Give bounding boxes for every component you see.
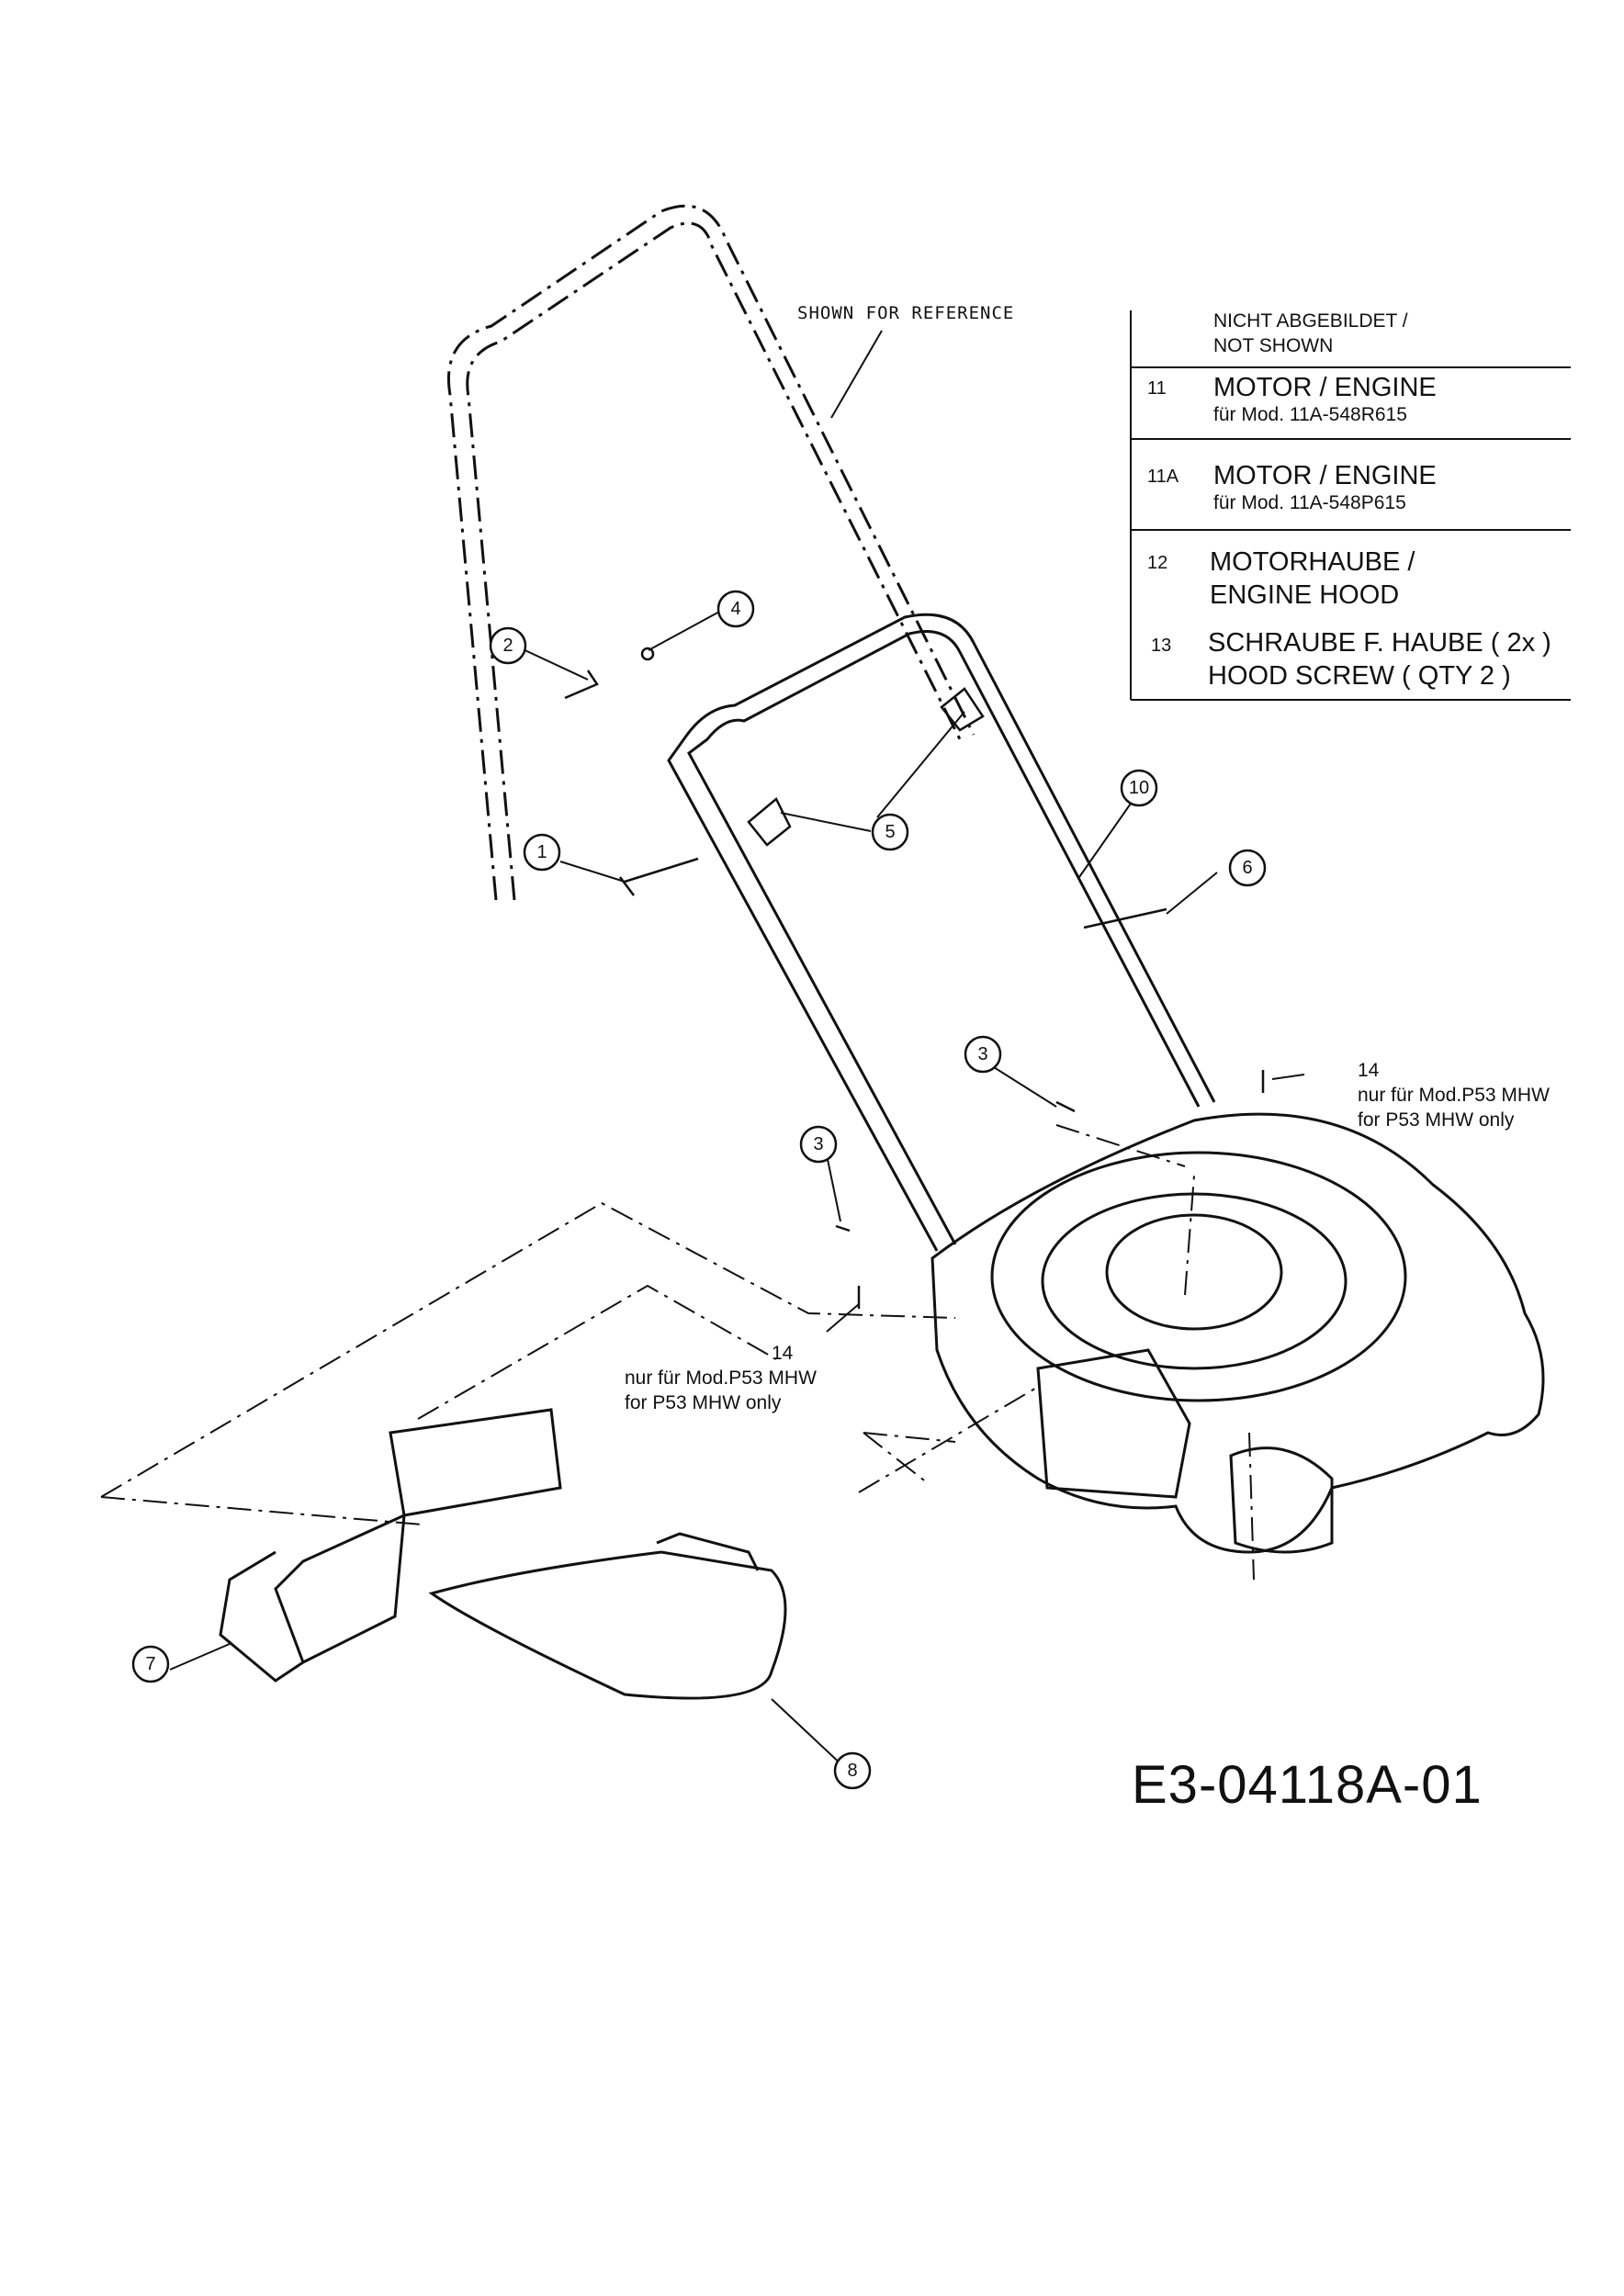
legend-table-lines [1130, 310, 1571, 701]
legend-item-number: 13 [1151, 636, 1172, 656]
balloon-label-1: 1 [536, 842, 547, 862]
legend-item-subtitle: für Mod. 11A-548P615 [1213, 492, 1406, 513]
callout-number: 14 [1358, 1060, 1380, 1081]
nut-4 [640, 647, 655, 661]
balloon-2 [489, 626, 527, 665]
balloon-8 [833, 1751, 872, 1790]
leader-lines [169, 610, 1305, 1769]
part-8-bag-cover [428, 1532, 787, 1700]
balloon-label-5: 5 [885, 822, 895, 842]
main-handle [667, 613, 1216, 1252]
callout-number: 14 [772, 1343, 794, 1364]
legend-item-title: MOTOR / ENGINE [1213, 373, 1437, 402]
balloon-label-3b: 3 [813, 1134, 823, 1154]
callout-line-2: for P53 MHW only [1358, 1109, 1515, 1131]
clip-2 [564, 670, 599, 700]
pin-6 [1083, 907, 1167, 929]
legend-item-number: 12 [1147, 553, 1168, 573]
legend-item-title-2: HOOD SCREW ( QTY 2 ) [1208, 661, 1511, 691]
callout-14-left: 14 nur für Mod.P53 MHW for P53 MHW only [625, 1341, 817, 1415]
knob-5a [747, 797, 792, 847]
reference-note-leader [830, 330, 883, 419]
screw-3a [1055, 1100, 1076, 1113]
balloon-label-8: 8 [847, 1761, 857, 1781]
balloon-label-6: 6 [1242, 858, 1252, 878]
legend-header-line-1: NICHT ABGEBILDET / [1213, 310, 1408, 332]
legend-item-number: 11 [1147, 378, 1167, 399]
balloons [131, 590, 1267, 1790]
hardware-parts [564, 647, 1265, 1309]
knob-5b [940, 687, 985, 732]
balloon-label-2: 2 [502, 636, 513, 656]
reference-handle-outline [447, 204, 976, 901]
callout-line-1: nur für Mod.P53 MHW [1358, 1085, 1550, 1106]
callout-14-right: 14 nur für Mod.P53 MHW for P53 MHW only [1358, 1058, 1550, 1132]
balloon-label-10: 10 [1129, 778, 1149, 798]
balloon-5 [871, 813, 909, 851]
legend-header-line-2: NOT SHOWN [1213, 335, 1334, 356]
balloon-3a [964, 1035, 1002, 1074]
balloon-6 [1228, 849, 1267, 887]
callout-line-1: nur für Mod.P53 MHW [625, 1367, 817, 1389]
mower-deck [930, 1112, 1545, 1554]
balloon-7 [131, 1645, 170, 1683]
balloon-10 [1120, 769, 1158, 807]
balloon-label-7: 7 [145, 1654, 155, 1674]
balloon-1 [523, 833, 561, 872]
legend-item-title-2: ENGINE HOOD [1210, 580, 1400, 610]
bolt-1 [619, 857, 699, 896]
drawing-number: E3-04118A-01 [1132, 1755, 1483, 1815]
legend-item-number: 11A [1147, 467, 1179, 487]
assembly-lines [100, 1124, 1255, 1581]
legend-item-subtitle: für Mod. 11A-548R615 [1213, 404, 1407, 425]
callout-line-2: for P53 MHW only [625, 1392, 782, 1413]
balloon-4 [716, 590, 755, 628]
reference-note: SHOWN FOR REFERENCE [797, 303, 1015, 323]
screw-3b [835, 1224, 851, 1232]
part-7-grass-chute [219, 1408, 562, 1683]
balloon-3b [799, 1125, 838, 1164]
balloon-label-3a: 3 [977, 1044, 987, 1064]
balloon-label-4: 4 [730, 599, 740, 619]
legend-item-title: SCHRAUBE F. HAUBE ( 2x ) [1208, 628, 1551, 658]
balloon-labels: 1 2 3 3 4 5 6 7 8 10 [145, 599, 1252, 1781]
legend-item-title: MOTORHAUBE / [1210, 547, 1415, 577]
legend-item-title: MOTOR / ENGINE [1213, 461, 1437, 490]
